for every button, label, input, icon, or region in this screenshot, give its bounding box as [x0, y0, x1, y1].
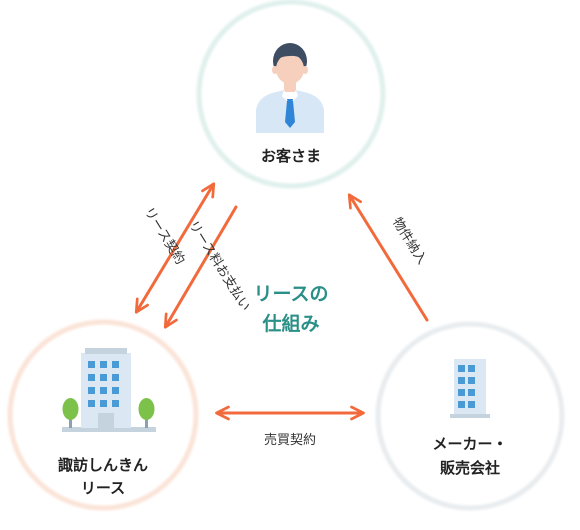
- maker-label-line2: 販売会社: [440, 459, 500, 477]
- lease-label-line1: 諏訪しんきん: [58, 456, 148, 474]
- office-building-icon: [62, 348, 156, 432]
- lease-contract-label: リース契約: [141, 205, 188, 268]
- customer-circle: [203, 6, 379, 182]
- customer-node: お客さま: [196, 0, 386, 189]
- lease-payment-arrow: [163, 205, 238, 329]
- tree-icon: [62, 398, 79, 428]
- center-title-line1: リースの: [253, 283, 328, 305]
- delivery-label: 物件納入: [389, 215, 429, 267]
- maker-node: メーカー・ 販売会社: [375, 321, 565, 511]
- person-icon: [256, 43, 324, 133]
- lease-contract-arrow: [134, 182, 216, 314]
- sales-contract-label: 売買契約: [264, 432, 316, 448]
- customer-label: お客さま: [261, 147, 321, 165]
- delivery-arrow: [347, 193, 429, 322]
- building-icon: [450, 359, 490, 418]
- lease-payment-label: リース料お支払い: [185, 218, 252, 314]
- tree-icon: [138, 398, 155, 428]
- maker-ring: [375, 321, 565, 511]
- maker-label-line1: メーカー・: [432, 435, 507, 453]
- customer-ring: [196, 0, 386, 189]
- lease-node: 諏訪しんきん リース: [7, 319, 199, 511]
- lease-ring: [7, 319, 199, 511]
- lease-label-line2: リース: [81, 479, 125, 497]
- center-title-line2: 仕組み: [261, 312, 319, 335]
